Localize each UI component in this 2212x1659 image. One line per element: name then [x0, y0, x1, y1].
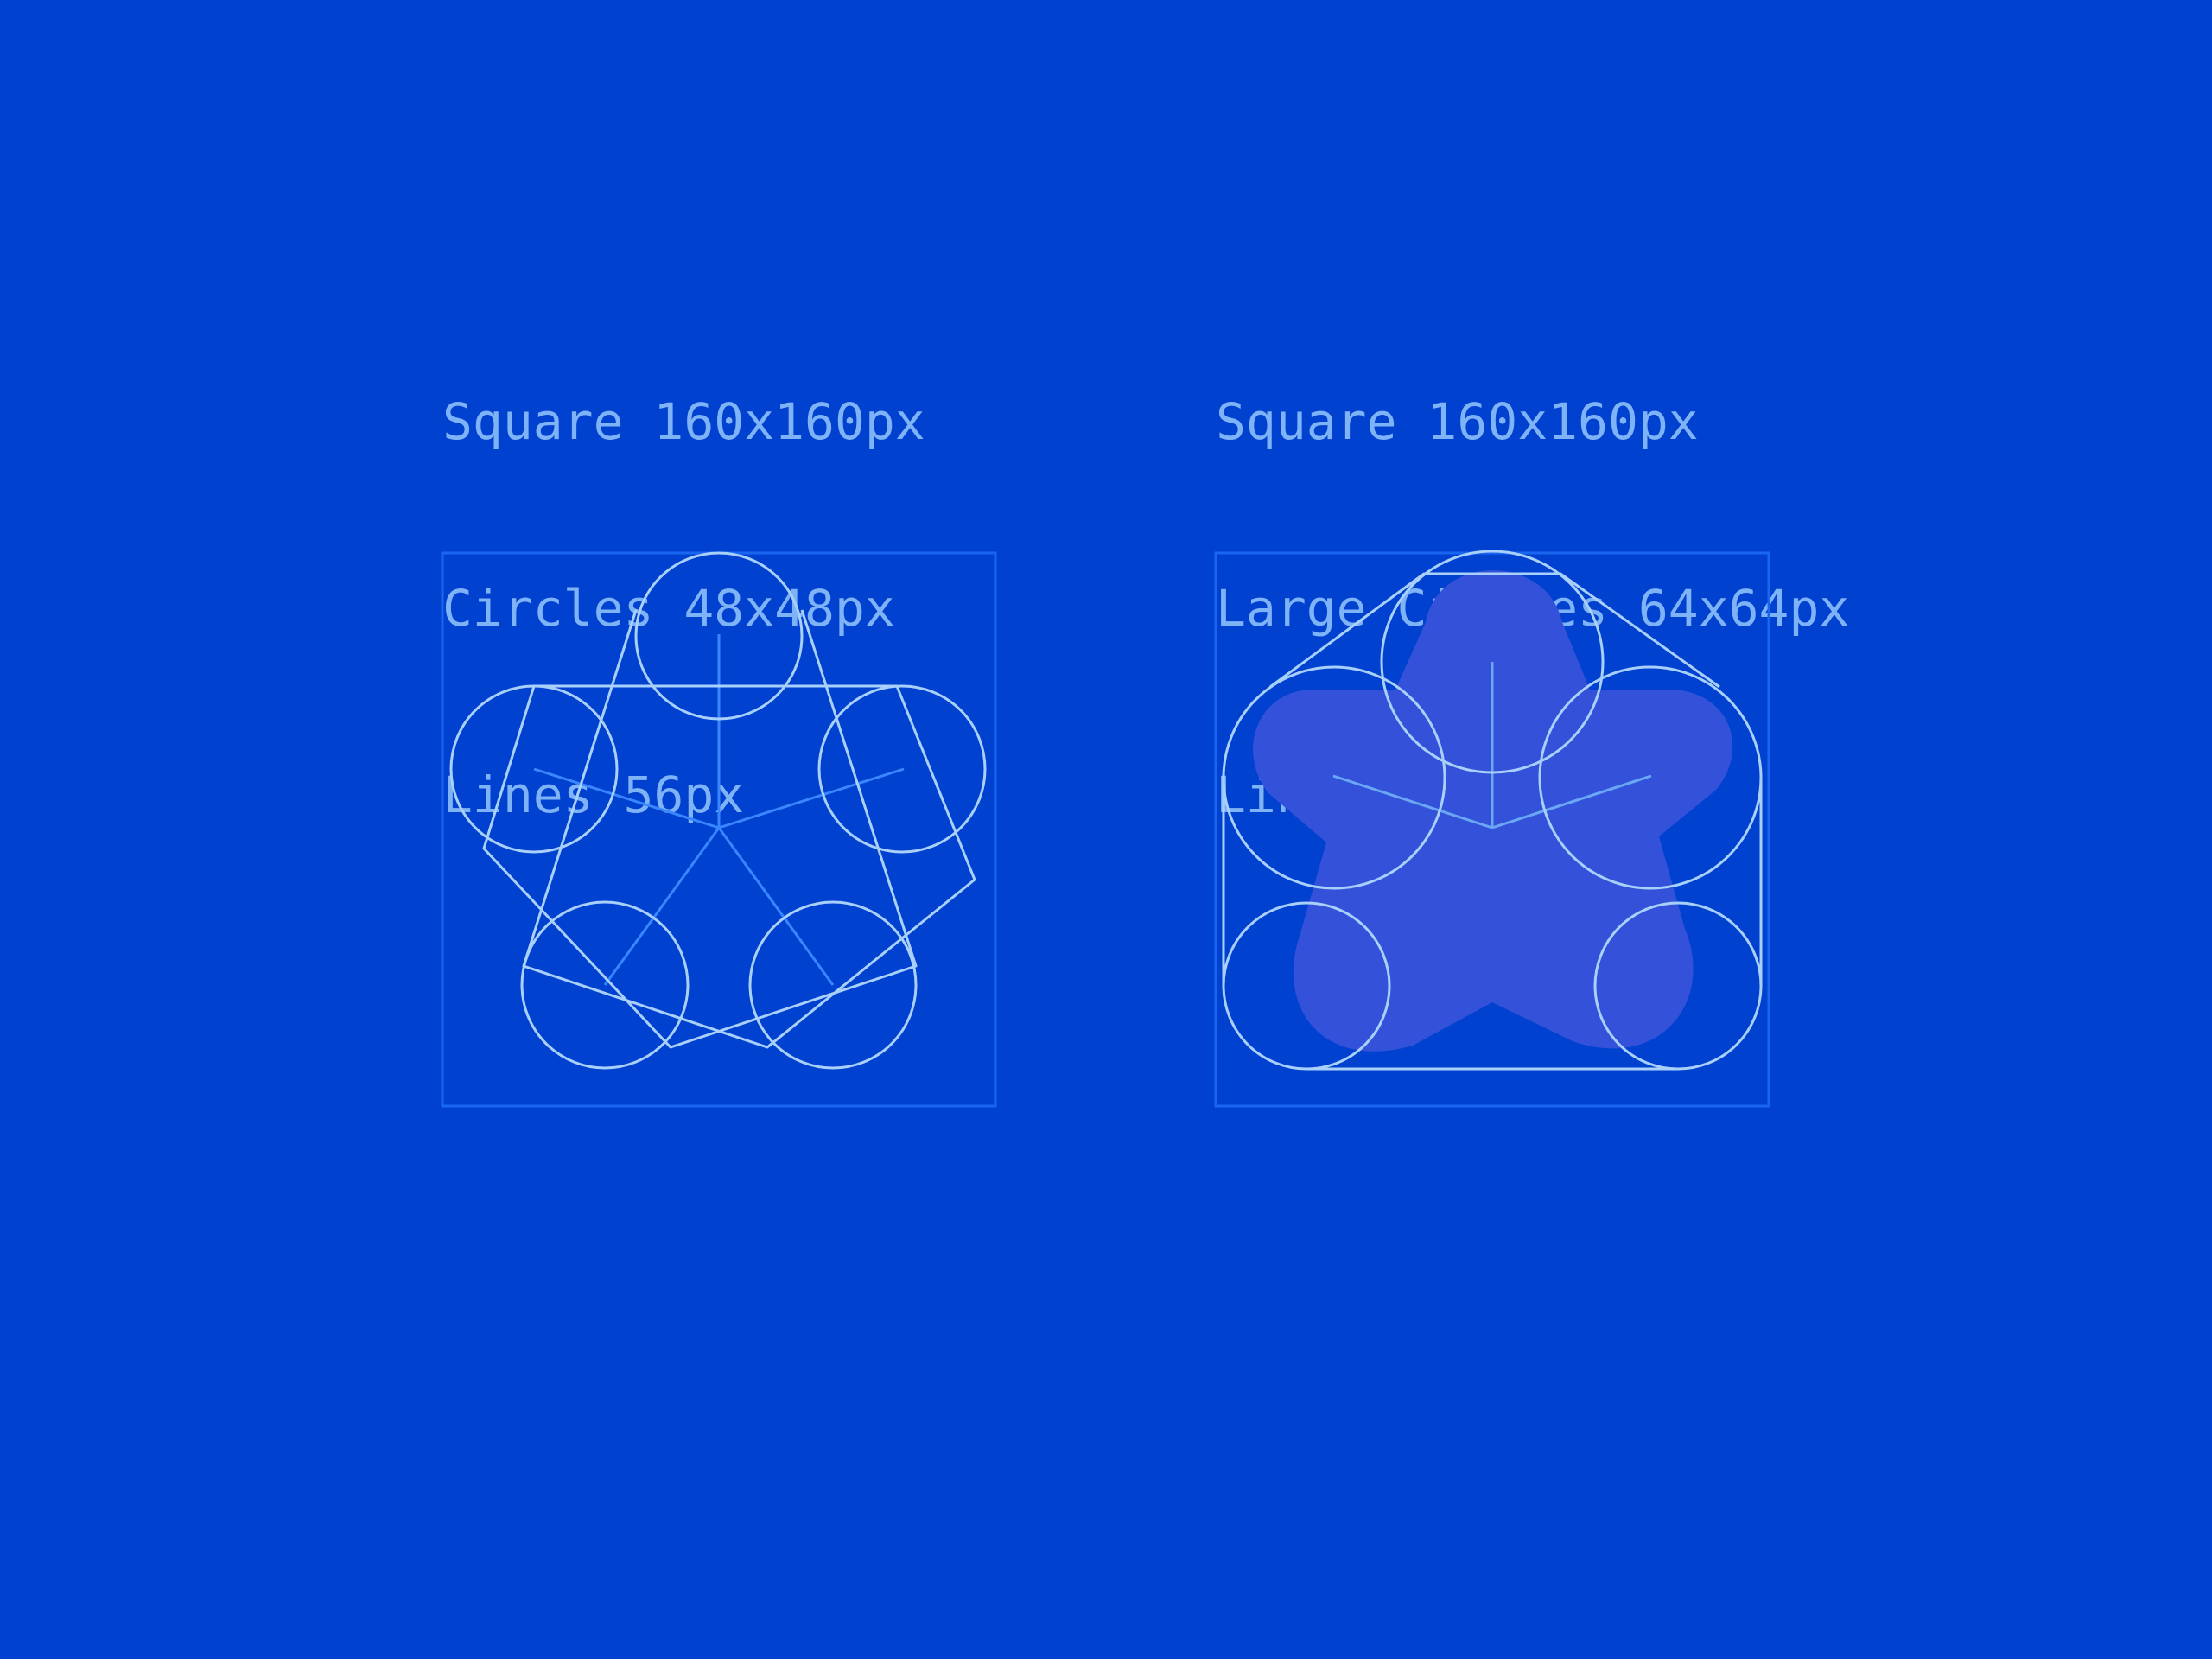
- left-construction-diagram: [441, 551, 997, 1108]
- left-spoke-lower-right: [717, 827, 835, 986]
- right-spokes: [1332, 662, 1652, 830]
- right-spoke-upper-left: [1332, 774, 1493, 830]
- right-bounding-square: [1214, 551, 1770, 1108]
- left-spec-text: Square 160x160px Circles 48x48px Lines 5…: [442, 266, 925, 950]
- right-outline-shapes: [1222, 550, 1763, 1071]
- left-star-tangent-lines: [482, 609, 976, 1049]
- right-circle-upper-left: [1222, 665, 1446, 890]
- right-construction-diagram: [1214, 550, 1770, 1108]
- left-spoke-lower-left: [603, 827, 721, 986]
- left-spec-circles: Circles 48x48px: [442, 579, 895, 638]
- right-circle-top: [1380, 550, 1605, 774]
- right-spec-square: Square 160x160px: [1216, 392, 1699, 451]
- left-circle-upper-left: [449, 684, 619, 854]
- right-spoke-upper-right: [1491, 774, 1652, 830]
- right-circle-lower-right: [1593, 901, 1763, 1071]
- left-circle-upper-right: [817, 684, 987, 854]
- left-circle-lower-left: [520, 900, 690, 1070]
- right-circle-upper-right: [1538, 665, 1763, 890]
- right-circle-lower-left: [1222, 901, 1391, 1071]
- left-circle-lower-right: [748, 900, 918, 1070]
- left-circle-top: [634, 551, 804, 721]
- left-spoke-upper-left: [533, 767, 720, 830]
- left-spokes: [533, 634, 905, 986]
- left-spoke-upper-right: [718, 767, 905, 830]
- left-spec-lines: Lines 56px: [442, 766, 745, 824]
- right-top-tangent-lines: [1269, 572, 1720, 689]
- left-spec-square: Square 160x160px: [442, 392, 925, 451]
- left-outline-shapes: [449, 551, 987, 1070]
